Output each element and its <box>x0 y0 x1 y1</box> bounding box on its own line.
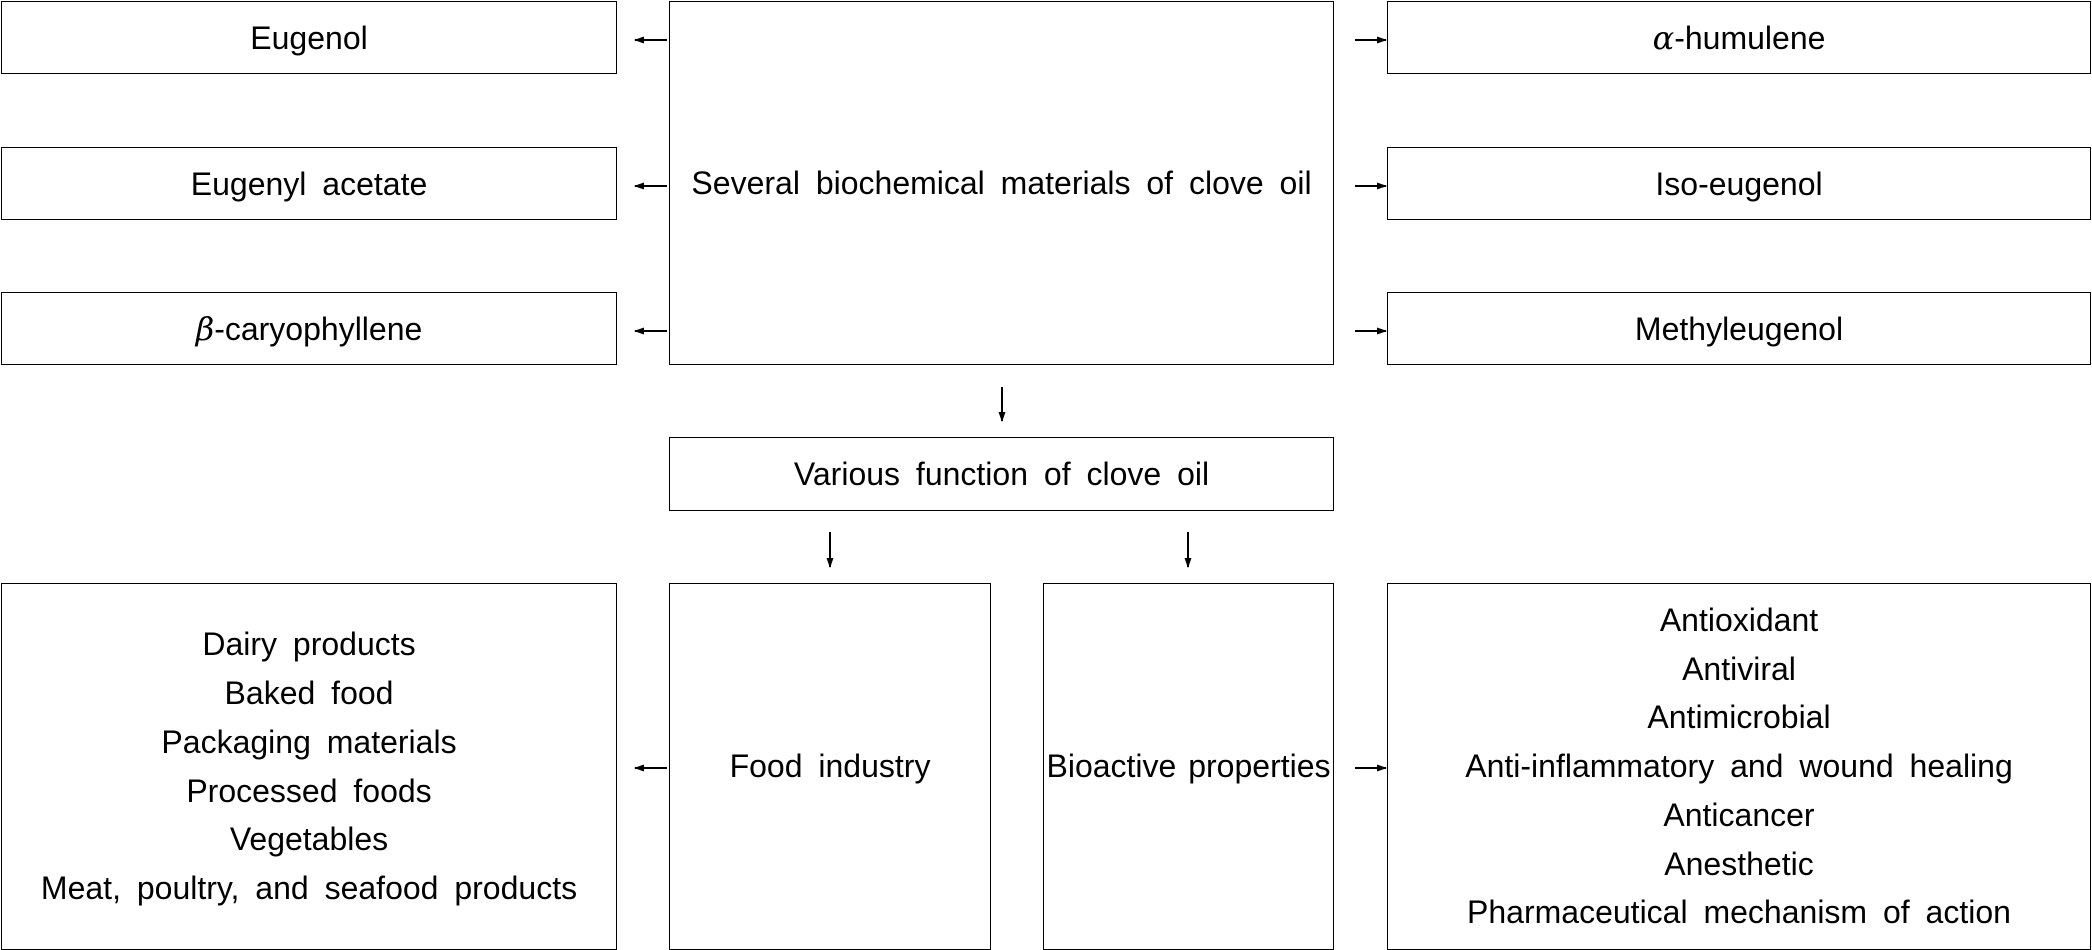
list-item: Antioxidant <box>1659 601 1819 638</box>
list-item: Processed foods <box>186 772 432 809</box>
component-label: Eugenyl acetate <box>190 165 428 202</box>
list-item: Dairy products <box>202 626 416 663</box>
component-label: Methyleugenol <box>1634 310 1844 347</box>
component-label: -caryophyllene <box>214 310 423 347</box>
list-item: Anesthetic <box>1664 845 1814 882</box>
component-box-alpha-humulene: α-humulene <box>1387 1 2091 74</box>
component-label: -humulene <box>1674 19 1826 56</box>
list-item: Anticancer <box>1663 796 1815 833</box>
bioactive-label: Bioactive properties <box>1046 748 1331 784</box>
functions-label: Various function of clove oil <box>793 455 1210 492</box>
list-item: Pharmaceutical mechanism of action <box>1467 894 2011 931</box>
greek-symbol: α <box>1652 18 1675 57</box>
center-box-biochemical-materials: Several biochemical materials of clove o… <box>669 1 1334 365</box>
component-box-methyleugenol: Methyleugenol <box>1387 292 2091 365</box>
list-item: Antiviral <box>1682 650 1796 687</box>
greek-symbol: β <box>195 309 215 348</box>
functions-box: Various function of clove oil <box>669 437 1334 511</box>
list-item: Anti-inflammatory and wound healing <box>1465 748 2013 785</box>
food-industry-label: Food industry <box>729 748 931 784</box>
food-applications-list: Dairy products Baked food Packaging mate… <box>41 620 577 913</box>
list-item: Antimicrobial <box>1647 699 1831 736</box>
bioactive-properties-box: Bioactive properties <box>1043 583 1334 950</box>
list-item: Meat, poultry, and seafood products <box>40 870 578 907</box>
component-label: Eugenol <box>250 19 368 56</box>
component-box-eugenyl-acetate: Eugenyl acetate <box>1 147 617 220</box>
component-box-beta-caryophyllene: β-caryophyllene <box>1 292 617 365</box>
food-industry-box: Food industry <box>669 583 991 950</box>
list-item: Vegetables <box>229 821 389 858</box>
component-box-eugenol: Eugenol <box>1 1 617 74</box>
component-label: Iso-eugenol <box>1655 165 1823 202</box>
bioactive-list-box: Antioxidant Antiviral Antimicrobial Anti… <box>1387 583 2091 950</box>
bioactive-list: Antioxidant Antiviral Antimicrobial Anti… <box>1465 596 2013 938</box>
center-label: Several biochemical materials of clove o… <box>691 164 1312 201</box>
food-applications-box: Dairy products Baked food Packaging mate… <box>1 583 617 950</box>
component-box-iso-eugenol: Iso-eugenol <box>1387 147 2091 220</box>
list-item: Baked food <box>224 674 394 711</box>
list-item: Packaging materials <box>161 723 457 760</box>
